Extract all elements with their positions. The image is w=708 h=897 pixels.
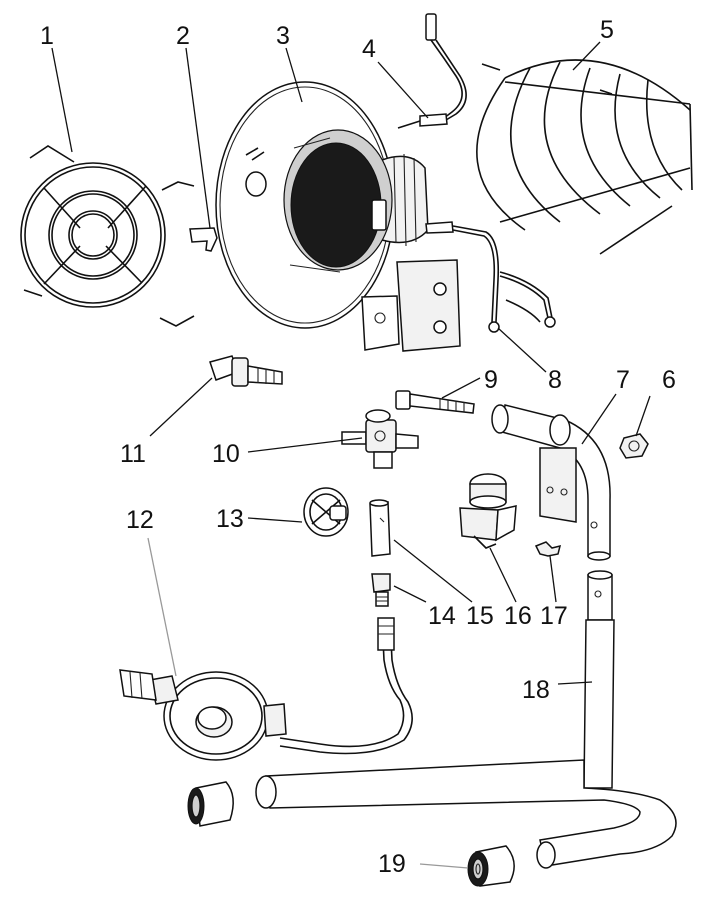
label-part-7: 7 — [616, 366, 630, 394]
wire-leads — [425, 221, 556, 333]
foot-cap — [467, 845, 515, 887]
label-part-5: 5 — [600, 16, 614, 44]
front-grill-guard — [20, 145, 195, 327]
label-part-8: 8 — [548, 366, 562, 394]
foot-cap-left — [187, 781, 234, 827]
label-part-17: 17 — [540, 602, 568, 630]
label-part-4: 4 — [362, 35, 376, 63]
label-part-15: 15 — [466, 602, 494, 630]
wing-nut — [534, 541, 562, 557]
label-part-11: 11 — [120, 440, 146, 468]
part-number-labels: 1 2 3 4 5 6 7 8 9 10 11 12 13 14 15 16 1… — [40, 16, 676, 878]
leader-lines — [51, 41, 651, 869]
piezo-igniter — [459, 473, 517, 549]
cap-nut — [619, 433, 649, 459]
label-part-3: 3 — [276, 22, 290, 50]
upright-post — [583, 570, 615, 789]
thermocouple-lead — [397, 13, 467, 129]
hose-coupling — [369, 499, 391, 557]
control-valve — [341, 409, 419, 469]
label-part-13: 13 — [216, 505, 244, 533]
label-part-2: 2 — [176, 22, 190, 50]
label-part-19: 19 — [378, 850, 406, 878]
label-part-6: 6 — [662, 366, 676, 394]
label-part-12: 12 — [126, 506, 154, 534]
label-part-18: 18 — [522, 676, 550, 704]
reflector-burner-assembly — [215, 81, 461, 352]
label-part-16: 16 — [504, 602, 532, 630]
bolt — [395, 390, 475, 414]
valve-fitting — [209, 355, 283, 387]
label-part-1: 1 — [40, 22, 54, 50]
label-part-9: 9 — [484, 366, 498, 394]
base-frame — [255, 759, 677, 869]
clip-bracket — [189, 227, 218, 252]
label-part-14: 14 — [428, 602, 456, 630]
gas-regulator-hose — [119, 617, 413, 761]
label-part-10: 10 — [212, 440, 240, 468]
rear-wire-guard — [476, 59, 693, 255]
control-knob — [303, 487, 349, 537]
hose-fitting — [371, 573, 391, 607]
